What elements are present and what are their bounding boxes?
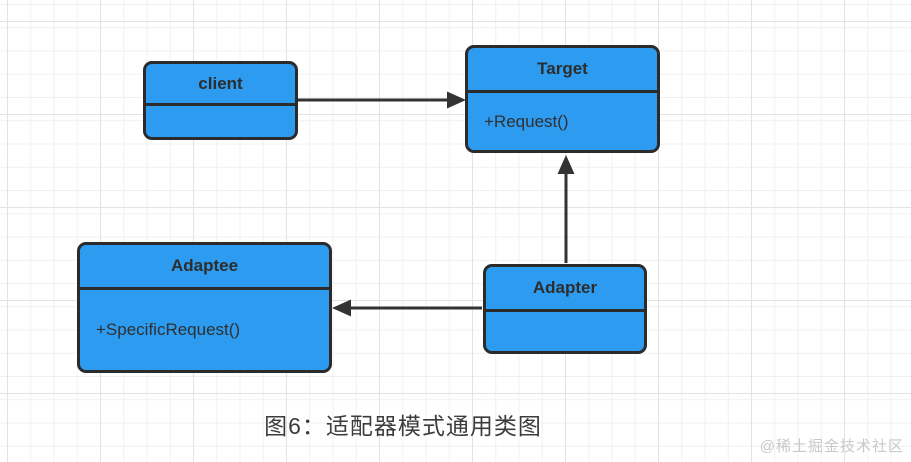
class-title-target: Target [468, 48, 657, 93]
arrow-adapter-to-target [557, 155, 575, 263]
figure-caption: 图6：适配器模式通用类图 [264, 413, 542, 439]
class-members-adaptee: +SpecificRequest() [80, 290, 329, 370]
class-members-target: +Request() [468, 93, 657, 150]
arrowhead-left-icon [332, 299, 351, 317]
class-box-target: Target +Request() [465, 45, 660, 153]
class-box-client: client [143, 61, 298, 140]
class-box-adaptee: Adaptee +SpecificRequest() [77, 242, 332, 373]
arrowhead-up-icon [557, 155, 575, 174]
class-box-adapter: Adapter [483, 264, 647, 354]
class-members-adapter [486, 312, 644, 351]
class-title-client: client [146, 64, 295, 106]
class-title-adaptee: Adaptee [80, 245, 329, 290]
class-members-client [146, 106, 295, 137]
arrow-client-to-target [298, 91, 466, 109]
class-title-adapter: Adapter [486, 267, 644, 312]
class-member: +SpecificRequest() [96, 320, 241, 339]
class-member: +Request() [484, 111, 569, 131]
arrow-adapter-to-adaptee [332, 299, 482, 317]
arrowhead-right-icon [447, 91, 466, 109]
watermark: @稀土掘金技术社区 [759, 438, 904, 455]
